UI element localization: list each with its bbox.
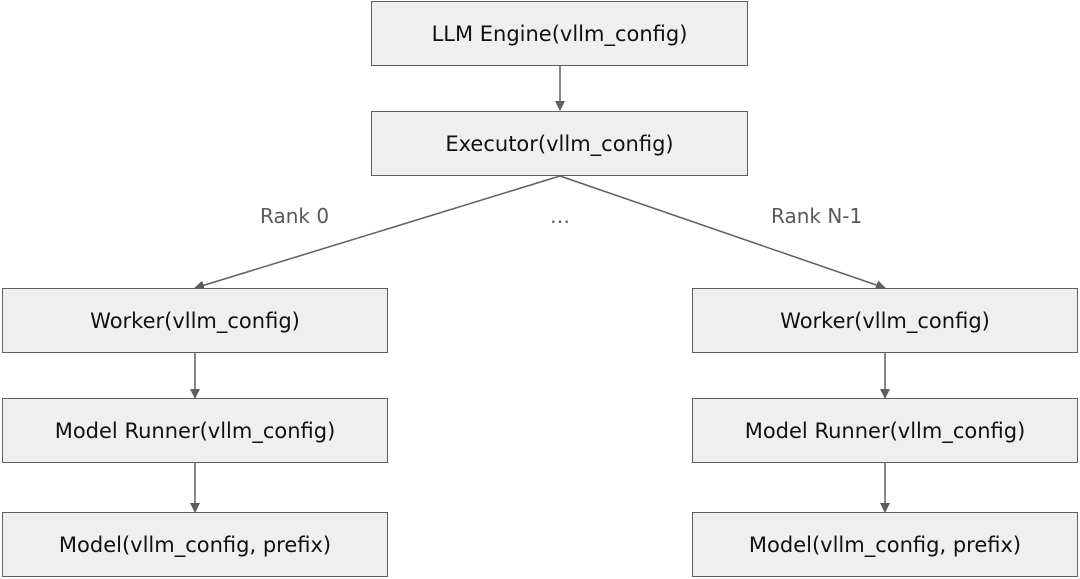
executor-node: Executor(vllm_config) (371, 111, 748, 176)
right-model-runner-node: Model Runner(vllm_config) (692, 398, 1078, 463)
rank-last-label: Rank N-1 (771, 204, 863, 228)
left-worker-node: Worker(vllm_config) (2, 288, 388, 353)
llm-engine-node: LLM Engine(vllm_config) (371, 1, 748, 66)
edge-executor-to-left-worker (194, 175, 561, 291)
rank-first-label: Rank 0 (260, 204, 330, 228)
right-model-node: Model(vllm_config, prefix) (692, 512, 1078, 577)
edge-executor-to-right-worker (559, 175, 886, 290)
left-model-runner-node: Model Runner(vllm_config) (2, 398, 388, 463)
right-worker-node: Worker(vllm_config) (692, 288, 1078, 353)
left-model-node: Model(vllm_config, prefix) (2, 512, 388, 577)
ellipsis-label: … (550, 204, 570, 228)
